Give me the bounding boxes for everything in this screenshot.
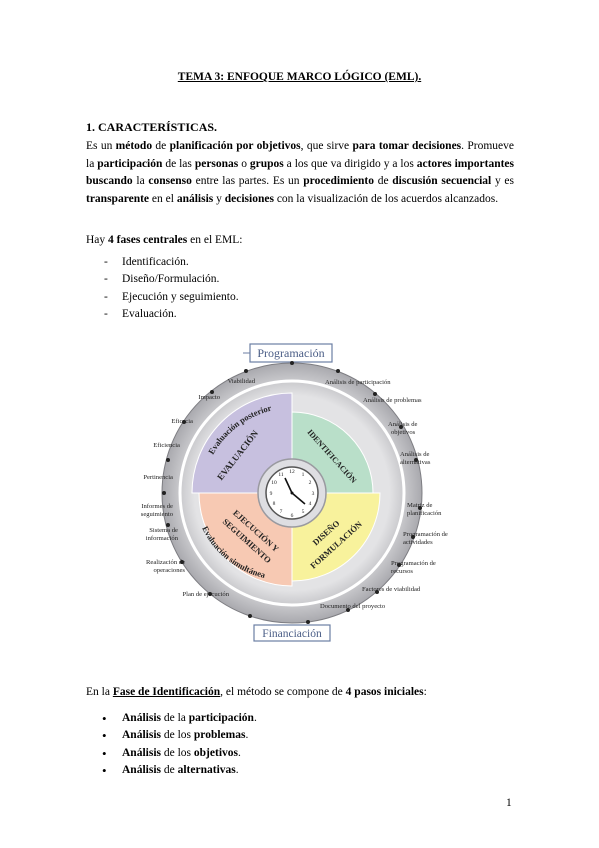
list-item: Análisis de alternativas. — [100, 762, 257, 780]
label-factores-viabilidad: Factores de viabilidad — [362, 586, 421, 593]
left-step-labels: Viabilidad Impacto Eficacia Eficiencia P… — [141, 378, 256, 598]
label-viabilidad: Viabilidad — [228, 378, 256, 385]
svg-text:7: 7 — [280, 509, 283, 515]
svg-text:11: 11 — [278, 472, 284, 478]
label-documento-proyecto: Documento del proyecto — [320, 603, 386, 610]
svg-text:4: 4 — [309, 501, 312, 507]
list-item: Identificación. — [100, 254, 239, 272]
svg-text:9: 9 — [270, 491, 273, 497]
svg-text:5: 5 — [302, 509, 305, 515]
svg-text:3: 3 — [312, 491, 315, 497]
label-eficacia: Eficacia — [171, 418, 193, 425]
svg-text:10: 10 — [271, 480, 277, 486]
svg-text:12: 12 — [289, 469, 295, 475]
identificacion-intro: En la Fase de Identificación, el método … — [86, 686, 427, 698]
list-item: Ejecución y seguimiento. — [100, 289, 239, 307]
svg-text:2: 2 — [309, 480, 312, 486]
label-impacto: Impacto — [198, 394, 220, 401]
label-analisis-objetivos-1: Análisis de — [388, 421, 418, 428]
phases-list: Identificación. Diseño/Formulación. Ejec… — [100, 254, 239, 323]
label-pertinencia: Pertinencia — [143, 474, 173, 481]
label-informes-1: Informes de — [141, 503, 173, 510]
eml-cycle-diagram: Programación Financiación Evaluación pos… — [141, 343, 448, 642]
svg-text:6: 6 — [291, 513, 294, 519]
cycle-track — [178, 379, 406, 607]
label-sistema-2: información — [146, 535, 179, 542]
programacion-label: Programación — [257, 346, 324, 360]
label-prog-actividades-1: Programación de — [403, 531, 448, 538]
list-item: Análisis de los objetivos. — [100, 745, 257, 763]
page-number: 1 — [506, 797, 512, 809]
svg-text:8: 8 — [273, 501, 276, 507]
label-prog-recursos-2: recursos — [391, 568, 413, 575]
list-item: Análisis de los problemas. — [100, 727, 257, 745]
label-matriz-1: Matriz de — [407, 502, 433, 509]
svg-text:1: 1 — [302, 472, 305, 478]
label-analisis-alternativas-1: Análisis de — [400, 451, 430, 458]
financiacion-box — [253, 624, 331, 642]
label-informes-2: seguimiento — [141, 511, 174, 518]
label-eficiencia: Eficiencia — [153, 442, 180, 449]
phases-intro: Hay 4 fases centrales en el EML: — [86, 234, 243, 246]
ring-dots — [162, 361, 422, 624]
label-realizacion-2: operaciones — [154, 567, 186, 574]
identificacion-steps-list: Análisis de la participación. Análisis d… — [100, 710, 257, 779]
intro-paragraph: Es un método de planificación por objeti… — [86, 140, 514, 205]
label-prog-recursos-1: Programación de — [391, 560, 436, 567]
section-heading-caracteristicas: 1. CARACTERÍSTICAS. — [86, 120, 218, 134]
label-plan-ejecucion: Plan de ejecución — [182, 591, 229, 598]
label-matriz-2: planificación — [407, 510, 442, 517]
label-analisis-objetivos-2: objetivos — [391, 429, 416, 436]
quadrant-evaluacion — [191, 392, 293, 494]
list-item: Evaluación. — [100, 306, 239, 324]
label-prog-actividades-2: actividades — [403, 539, 433, 546]
financiacion-label: Financiación — [262, 628, 322, 640]
label-analisis-problemas: Análisis de problemas — [363, 397, 422, 404]
label-realizacion-1: Realización de — [146, 559, 185, 566]
list-item: Análisis de la participación. — [100, 710, 257, 728]
label-sistema-1: Sistema de — [149, 527, 178, 534]
label-analisis-alternativas-2: alternativas — [400, 459, 431, 466]
list-item: Diseño/Formulación. — [100, 271, 239, 289]
right-step-labels: Análisis de participación Análisis de pr… — [320, 379, 448, 610]
label-analisis-participacion: Análisis de participación — [325, 379, 391, 386]
page-title: TEMA 3: ENFOQUE MARCO LÓGICO (EML). — [177, 71, 422, 83]
